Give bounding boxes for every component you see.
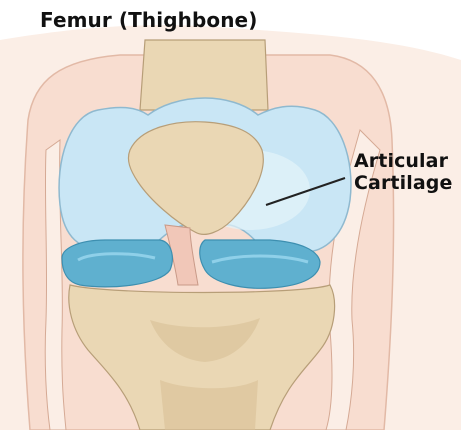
callout-line-1: Articular <box>354 150 454 172</box>
callout-line-2: Cartilage <box>354 172 454 194</box>
meniscus-medial <box>62 240 172 287</box>
femur-label: Femur (Thighbone) <box>40 8 257 32</box>
articular-cartilage-label: Articular Cartilage <box>354 150 454 194</box>
